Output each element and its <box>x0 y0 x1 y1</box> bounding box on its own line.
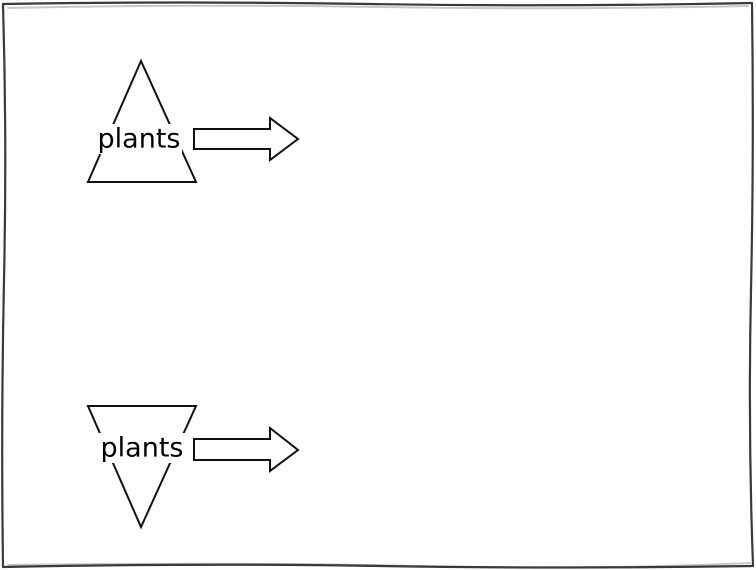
arrow-right-icon <box>193 116 300 162</box>
pyramid-inverted: plants <box>86 405 198 530</box>
label-backdrop <box>96 124 182 154</box>
arrow-right-icon <box>193 425 300 473</box>
triangle-up-shape <box>86 58 198 183</box>
triangle-down-shape <box>86 405 198 530</box>
node-label: plants <box>101 433 184 464</box>
pyramid-upright: plants <box>86 58 198 183</box>
node-label: plants <box>98 124 181 155</box>
label-backdrop <box>98 433 186 463</box>
